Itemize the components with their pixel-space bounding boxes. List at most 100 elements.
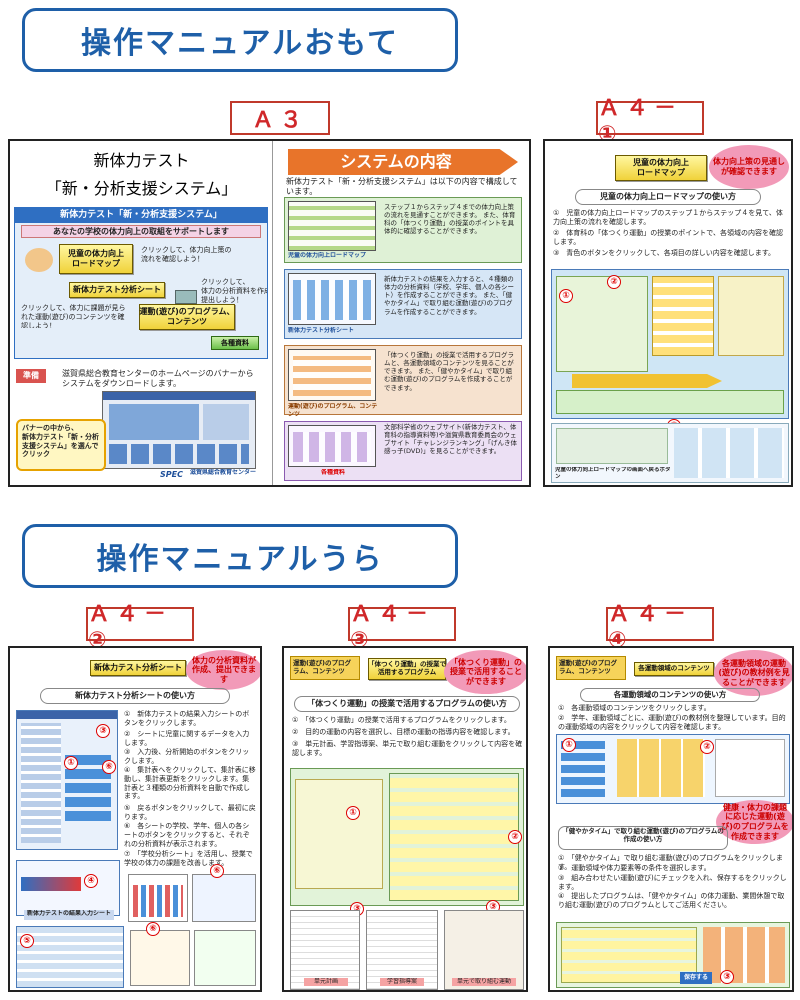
a4-3-marker-2: ②	[508, 830, 522, 844]
tag-a4-2: Ａ４－②	[86, 602, 194, 653]
a4-4-step2-1: ① 「健やかタイム」で取り組む運動(遊び)のプログラムをクリックします。	[558, 854, 783, 871]
website-side	[203, 404, 249, 440]
program-menu	[295, 779, 383, 889]
program-list	[389, 773, 519, 901]
roadmap-lower	[556, 390, 784, 414]
a3-system-title: システムの内容	[340, 152, 452, 171]
a4-2-footer: 新体力テストの結果入力シート	[24, 910, 114, 920]
a4-3-label-1: 単元計画	[304, 978, 348, 986]
a4-3-label-3: 単元で取り組む運動	[452, 978, 516, 986]
a3-sys-thumb-2	[288, 273, 376, 325]
thumb-3-blocks	[293, 356, 371, 396]
a4-2-summary-screenshot	[16, 860, 120, 916]
website-links	[109, 444, 249, 464]
a4-1-step-3: ③ 青色のボタンをクリックして、各項目の詳しい内容を確認します。	[553, 249, 776, 257]
a4-4-step2-3: ③ 組み合わせたい運動(遊び)にチェックを入れ、保存するをクリックします。	[558, 874, 787, 891]
a3-sys-thumb-4	[288, 425, 376, 467]
thumb-2-bars	[293, 280, 371, 320]
a4-3-screenshot	[290, 768, 524, 906]
a4-2-bubble: 体力の分析資料が作成、提出できます	[186, 650, 260, 690]
a4-3-label-2: 学習指導案	[380, 978, 424, 986]
a3-system-intro: 新体力テスト「新・分析支援システム」は以下の内容で構成しています。	[286, 177, 518, 196]
a4-2-panel: 新体力テスト分析シート 体力の分析資料が作成、提出できます 新体力テスト分析シー…	[8, 646, 262, 992]
a4-3-doc-2	[366, 910, 438, 990]
program-creator	[561, 927, 697, 983]
a4-4-heading: 各運動領域のコンテンツの使い方	[580, 688, 760, 702]
a3-sys-text-1: ステップ１からステップ４までの体力向上策の流れを見通すことができます。 また、体…	[384, 203, 516, 236]
a4-2-table-screenshot	[16, 926, 124, 988]
a4-3-step-2: ② 目的の運動の内容を選択し、目標の運動の指導内容を確認します。	[292, 728, 515, 736]
a3-banner-sub: あなたの学校の体力向上の取組をサポートします	[21, 225, 261, 238]
a3-right-page: システムの内容 新体力テスト「新・分析支援システム」は以下の内容で構成しています…	[276, 141, 529, 485]
a4-2-school-sheet	[192, 874, 256, 922]
a4-2-personal-sheet	[194, 930, 256, 986]
a4-2-marker-6: ⑥	[102, 760, 116, 774]
a3-sys-label-2: 新体力テスト分析シート	[288, 327, 355, 334]
website-hero	[109, 404, 199, 440]
a3-sys-text-2: 新体力テストの結果を入力すると、４種類の体力の分析資料（学校、学年、個人の各シー…	[384, 275, 514, 316]
a4-2-step-7: ⑦ 「学校分析シート」を活用し、授業で学校の体力の課題を改善します。	[124, 850, 253, 867]
a4-2-grade-sheet	[130, 930, 190, 986]
summary-arrows	[21, 877, 81, 891]
a3-sys-label-4: 各種資料	[320, 469, 345, 476]
tag-a3: Ａ３	[230, 101, 330, 135]
a4-2-step-6: ⑥ 各シートの学校、学年、個人の各シートのボタンをクリックすると、それぞれの分析…	[124, 822, 250, 848]
a4-3-step-1: ① 「体つくり運動」の授業で活用するプログラムをクリックします。	[292, 716, 511, 724]
a4-1-marker-1: ①	[559, 289, 573, 303]
a4-2-sheet-button[interactable]: 新体力テスト分析シート	[90, 660, 186, 676]
a4-3-doc-3	[444, 910, 524, 990]
a4-4-footer: 保存する	[680, 972, 712, 984]
roadmap-arrow	[572, 374, 722, 388]
a4-3-header: 運動(遊び)のプログラム、コンテンツ	[290, 656, 360, 680]
a3-system-banner	[288, 149, 518, 175]
a4-3-heading: 「体つくり運動」の授業で活用するプログラムの使い方	[294, 696, 520, 712]
roadmap-right	[718, 276, 784, 356]
a3-sys-label-3: 運動(遊び)のプログラム、コンテンツ	[288, 403, 378, 418]
a4-2-heading: 新体力テスト分析シートの使い方	[40, 688, 230, 704]
a4-2-step-3: ③ 入力後、分析開始のボタンをクリックします。	[124, 748, 250, 765]
a4-1-bubble: 体力向上策の見通しが確認できます	[709, 145, 789, 189]
a4-2-step-4: ④ 集計表へをクリックして、集計表に移動し、集計表更新をクリックします。集計表と…	[124, 766, 256, 801]
program-preview	[703, 927, 785, 983]
a3-banner: 新体力テスト「新・分析支援システム」 あなたの学校の体力向上の取組をサポートしま…	[14, 207, 268, 359]
thumb-4-dots	[293, 432, 371, 462]
a3-roadmap-desc: クリックして、体力向上策の 流れを確認しよう！	[141, 246, 232, 263]
a3-materials-button[interactable]: 各種資料	[211, 336, 259, 350]
a4-2-marker-4: ④	[84, 874, 98, 888]
a3-program-button[interactable]: 運動(遊び)のプログラム、 コンテンツ	[139, 304, 235, 330]
tag-a4-1: Ａ４－①	[596, 96, 704, 147]
a4-1-marker-2: ②	[607, 275, 621, 289]
contents-grid	[617, 739, 705, 797]
a4-4-screenshot-2	[556, 922, 790, 988]
a4-4-header: 運動(遊び)のプログラム、コンテンツ	[556, 656, 626, 680]
a3-sys-thumb-1	[288, 201, 376, 251]
a4-2-marker-6c: ⑥	[146, 922, 160, 936]
a3-sys-text-3: 「体つくり運動」の授業で活用するプログラムと、各運動領域のコンテンツを見ることが…	[384, 351, 514, 392]
a3-sys-label-1: 児童の体力向上ロードマップ	[288, 252, 367, 259]
a3-sheet-button[interactable]: 新体力テスト分析シート	[69, 282, 165, 298]
a4-2-step-5: ⑤ 戻るボタンをクリックして、最初に戻ります。	[124, 804, 256, 821]
a3-roadmap-button[interactable]: 児童の体力向上 ロードマップ	[59, 244, 133, 274]
a4-3-bubble: 「体つくり運動」の授業で活用することができます	[444, 650, 526, 694]
a3-panel: 新体力テスト 「新・分析支援システム」 新体力テスト「新・分析支援システム」 あ…	[8, 139, 531, 487]
a4-4-marker-1: ①	[562, 738, 576, 752]
a3-title2: 「新・分析支援システム」	[45, 179, 238, 198]
a3-program-desc: クリックして、体力に課題が見られた運動(遊び)のコンテンツを確認しよう！	[21, 304, 126, 328]
a3-banner-title: 新体力テスト「新・分析支援システム」	[15, 208, 267, 223]
a4-3-program-button[interactable]: 「体つくり運動」の授業で 活用するプログラム	[368, 658, 446, 680]
a4-2-marker-1: ①	[64, 756, 78, 770]
a4-1-lower-screenshot	[551, 423, 789, 483]
a4-1-heading: 児童の体力向上ロードマップの使い方	[575, 189, 761, 205]
a3-banner-note-text: バナーの中から、 新体力テスト「新・分析 支援システム」を選んで クリック	[22, 424, 99, 459]
lower-right-card	[674, 428, 784, 478]
a4-3-doc-1	[290, 910, 360, 990]
a4-4-screenshot-1	[556, 734, 790, 804]
entry-grid	[21, 723, 61, 843]
contents-detail	[715, 739, 785, 797]
a4-4-contents-button[interactable]: 各運動領域のコンテンツ	[634, 662, 714, 676]
tag-a4-3: Ａ４－③	[348, 602, 456, 653]
a3-prep-text: 滋賀県総合教育センターのホームページのバナーからシステムをダウンロードします。	[62, 369, 254, 388]
a4-2-chart-screenshot	[128, 874, 188, 922]
a4-4-bubble-2: 健康・体力の課題に応じた運動(遊び)のプログラムを作成できます	[716, 800, 792, 844]
a4-1-roadmap-button[interactable]: 児童の体力向上 ロードマップ	[615, 155, 707, 181]
